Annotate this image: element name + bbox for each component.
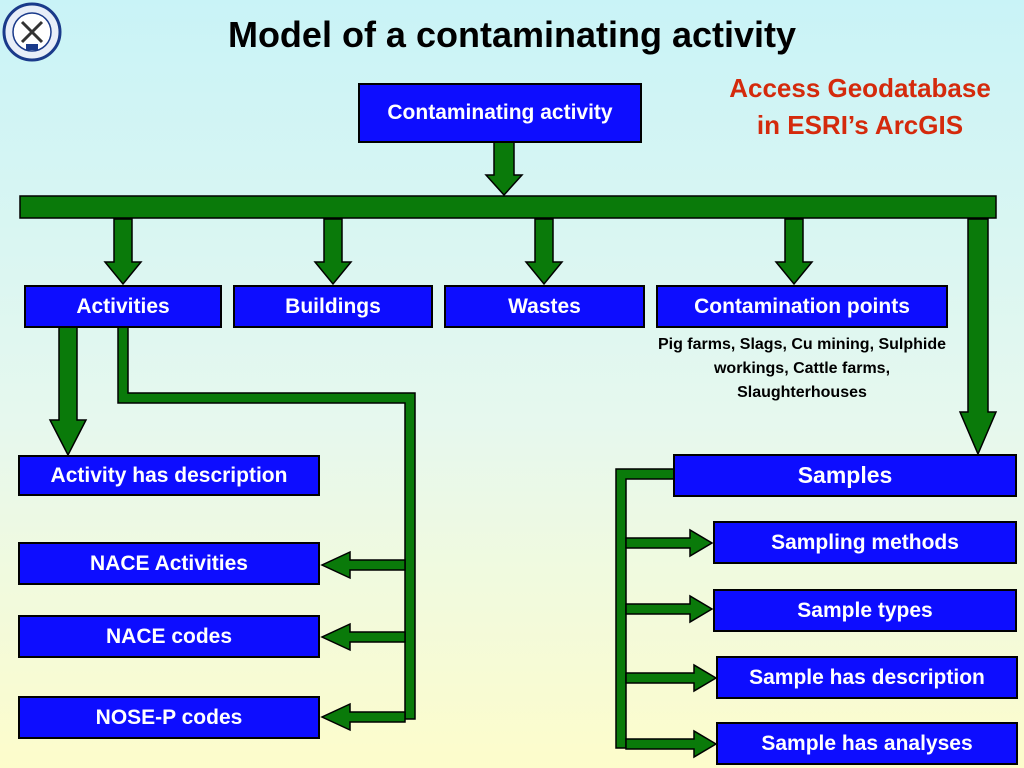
sample-description-box[interactable]: Sample has description: [716, 656, 1018, 699]
arrow-to-nace-codes: [320, 622, 406, 652]
database-subtitle: Access Geodatabase in ESRI’s ArcGIS: [729, 73, 991, 140]
sample-types-box[interactable]: Sample types: [713, 589, 1017, 632]
institute-seal-icon: [2, 2, 62, 62]
activity-description-box[interactable]: Activity has description: [18, 455, 320, 496]
arrow-to-activity-description: [48, 326, 88, 457]
arrow-to-sampling-methods: [625, 528, 714, 558]
wastes-box[interactable]: Wastes: [444, 285, 645, 328]
arrow-to-sample-analyses: [625, 729, 718, 759]
sample-analyses-box[interactable]: Sample has analyses: [716, 722, 1018, 765]
sampling-methods-box[interactable]: Sampling methods: [713, 521, 1017, 564]
arrow-to-contamination-points: [774, 218, 814, 286]
arrow-to-activities: [103, 218, 143, 286]
contamination-points-note: Pig farms, Slags, Cu mining, Sulphide wo…: [657, 336, 947, 401]
arrow-to-buildings: [313, 218, 353, 286]
arrow-root-down: [484, 141, 524, 197]
arrow-to-samples: [958, 218, 998, 456]
page-title: Model of a contaminating activity: [227, 14, 797, 55]
nose-p-codes-box[interactable]: NOSE-P codes: [18, 696, 320, 739]
buildings-box[interactable]: Buildings: [233, 285, 433, 328]
arrow-to-sample-types: [625, 594, 714, 624]
connector-activities-branch: [117, 326, 416, 720]
contamination-points-box[interactable]: Contamination points: [656, 285, 948, 328]
nace-activities-box[interactable]: NACE Activities: [18, 542, 320, 585]
activities-box[interactable]: Activities: [24, 285, 222, 328]
contaminating-activity-box[interactable]: Contaminating activity: [358, 83, 642, 143]
bus-bar: [19, 195, 997, 219]
arrow-to-wastes: [524, 218, 564, 286]
arrow-to-nose-p-codes: [320, 702, 406, 732]
nace-codes-box[interactable]: NACE codes: [18, 615, 320, 658]
samples-box[interactable]: Samples: [673, 454, 1017, 497]
arrow-to-sample-description: [625, 663, 718, 693]
arrow-to-nace-activities: [320, 550, 406, 580]
